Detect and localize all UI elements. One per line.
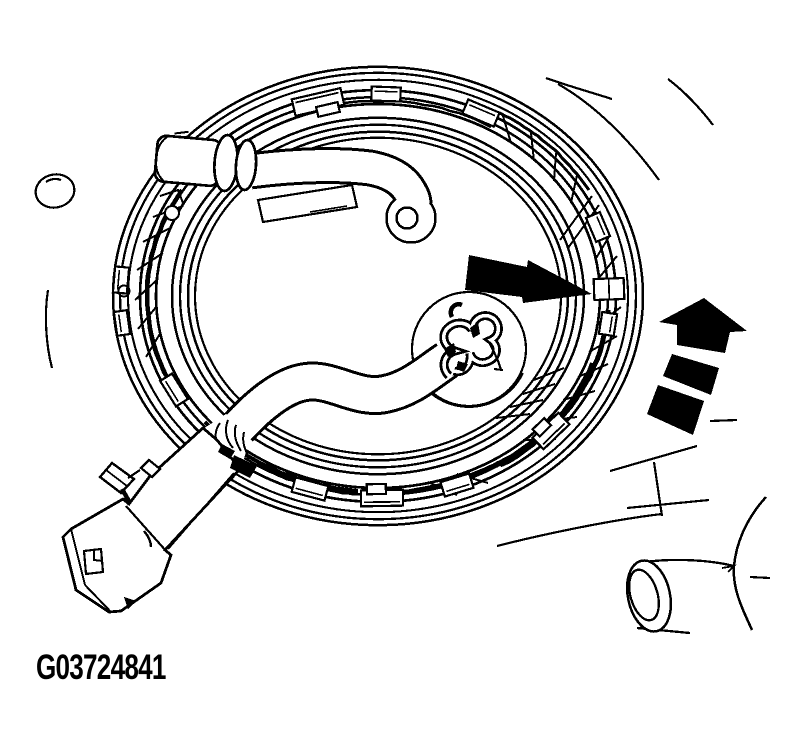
flange-label-plate [256,183,359,224]
wiring-harness-hose [203,343,459,469]
lock-ring-tabs [111,85,626,508]
lock-tab-arrow [465,255,592,303]
fuel-supply-tube [153,130,437,244]
rotate-direction-arrow [647,298,747,435]
tank-surface-sketch-lines [34,76,771,580]
fuel-pipe-stub [625,496,767,635]
electrical-connector [61,426,257,614]
figure-code-label: G03724841 [36,648,166,687]
ring-left-details [117,188,184,298]
wiring-coil [439,302,504,380]
